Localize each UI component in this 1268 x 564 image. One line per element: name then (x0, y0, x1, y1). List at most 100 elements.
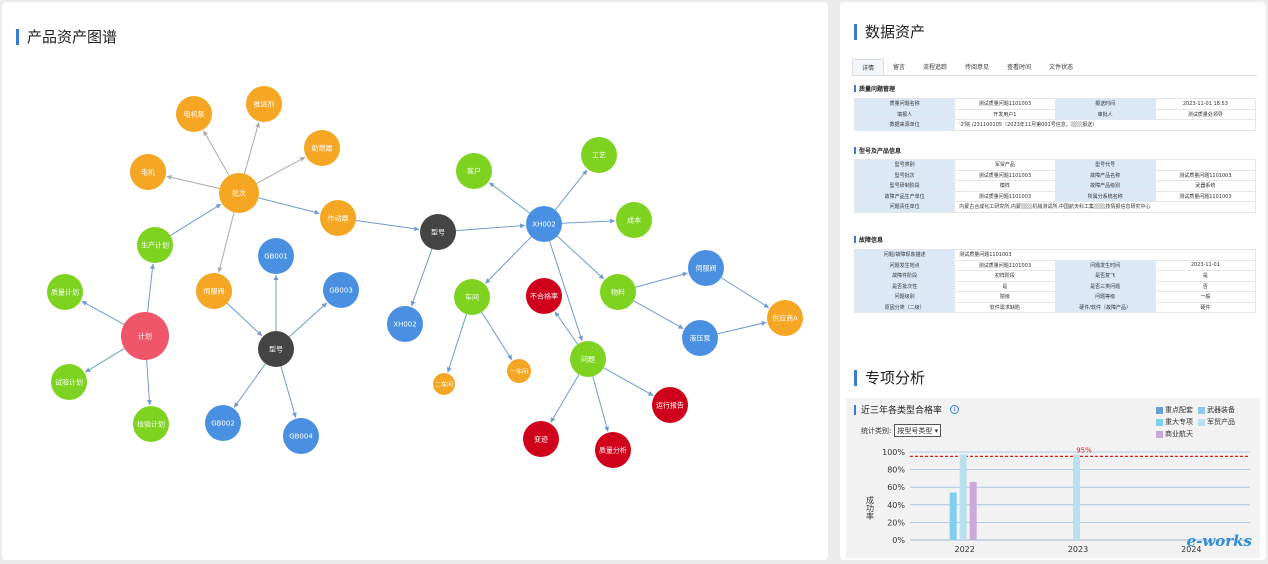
graph-node-zhiliangfx[interactable]: 质量分析 (595, 432, 631, 468)
graph-node-xh002[interactable]: XH002 (526, 206, 562, 242)
section-accent (854, 85, 856, 92)
node-circle (320, 200, 356, 236)
x-tick-label: 2023 (1068, 545, 1088, 554)
legend-item[interactable]: 重大专项 (1156, 417, 1193, 427)
graph-node-gb004[interactable]: GB004 (283, 418, 319, 454)
field-label: 报送时间 (1054, 98, 1156, 110)
legend-item[interactable]: 武器装备 (1198, 405, 1235, 415)
graph-edge (288, 302, 328, 338)
graph-node-erchejian[interactable]: 二车间 (433, 373, 455, 395)
node-circle (196, 273, 232, 309)
table-row: 数据来源单位 '2'院 /231100105（2023年11月第001号信息，░… (853, 119, 1256, 131)
field-value (1154, 159, 1257, 171)
node-circle (219, 173, 259, 213)
stat-category-select[interactable]: 按型号类型 ▾ (894, 424, 942, 437)
node-label: 试验计划 (55, 378, 83, 387)
graph-node-xh002b[interactable]: XH002 (387, 306, 423, 342)
field-value: 测试质量问题1101003 (954, 190, 1056, 202)
download-icon[interactable]: ↓ (950, 405, 960, 414)
graph-node-zuodong[interactable]: 作动器 (320, 200, 356, 236)
node-label: 作动器 (328, 214, 349, 223)
legend-item[interactable]: 军贸产品 (1198, 417, 1235, 427)
tab-process-tracking[interactable]: 流程追踪 (923, 64, 948, 71)
node-label: GB003 (329, 287, 353, 295)
graph-node-ranshao[interactable]: 助燃器 (304, 130, 340, 166)
table-row: 故障产品生产单位 测试质量问题1101003 所属分系统名称 测试质量问题110… (853, 190, 1257, 202)
tab-comments[interactable]: 留言 (893, 64, 906, 71)
graph-node-gb003[interactable]: GB003 (323, 272, 359, 308)
tab-view-time[interactable]: 查看时间 (1007, 64, 1032, 71)
graph-edge (554, 169, 588, 211)
tab-review-opinions[interactable]: 传阅意见 (965, 64, 990, 71)
tab-detail[interactable]: 详情 (852, 59, 885, 75)
tab-file-status[interactable]: 文件状态 (1049, 64, 1074, 71)
field-label: 是否复飞 (1054, 270, 1156, 282)
field-label: 是否三类问题 (1054, 280, 1156, 292)
bar-2022-军贸产品[interactable] (959, 454, 967, 540)
node-label: 电机泵 (184, 110, 205, 119)
fault-info-table: 问题/故障现象描述 测试质量问题1101003 问题发生地点 测试质量问题110… (853, 249, 1257, 313)
y-tick-label: 60% (887, 483, 905, 492)
graph-node-pici[interactable]: 批次 (219, 173, 259, 213)
graph-node-jihua[interactable]: 计划 (121, 312, 169, 360)
graph-edge (720, 277, 770, 309)
node-label: 伺服阀 (204, 287, 225, 296)
node-circle (688, 250, 724, 286)
graph-node-shiyan[interactable]: 试验计划 (51, 364, 87, 400)
node-circle (581, 137, 617, 173)
graph-edge (446, 313, 467, 373)
field-label: 问题责任单位 (853, 201, 956, 213)
graph-node-wenti[interactable]: 问题 (570, 341, 606, 377)
graph-node-buhege[interactable]: 不合格率 (526, 278, 562, 314)
field-value: 是 (1154, 270, 1257, 282)
graph-node-wuliao[interactable]: 物料 (600, 274, 636, 310)
graph-node-sifafa[interactable]: 伺服阀 (196, 273, 232, 309)
graph-node-xinghao1[interactable]: 型号 (258, 331, 294, 367)
field-label: 硬件/软件（故障产品） (1054, 301, 1156, 313)
bar-2022-商业航天[interactable] (969, 481, 977, 540)
field-value: 硬件 (1154, 301, 1257, 313)
graph-node-tuijin[interactable]: 推进剂 (246, 86, 282, 122)
graph-node-zhiliang[interactable]: 质量计划 (47, 274, 83, 310)
legend-item[interactable]: 商业航天 (1156, 429, 1193, 439)
graph-node-chengben[interactable]: 成本 (616, 202, 652, 238)
graph-edges (81, 122, 770, 432)
graph-node-gb002[interactable]: GB002 (205, 405, 241, 441)
graph-node-yichejian[interactable]: 一车间 (507, 359, 531, 383)
pass-rate-chart-card: 近三年各类型合格率 ↓ 统计类别: 按型号类型 ▾ 重点配套武器装备重大专项军贸… (846, 398, 1260, 558)
graph-node-diannao[interactable]: 电机泵 (176, 96, 212, 132)
bar-2023-军贸产品[interactable] (1073, 454, 1080, 540)
graph-node-bianji[interactable]: 变迹 (523, 421, 559, 457)
graph-node-sifuwen[interactable]: 伺服阀 (688, 250, 724, 286)
graph-node-yeyabeng[interactable]: 液压泵 (682, 320, 718, 356)
graph-node-gongyingshang[interactable]: 供应商A (767, 300, 803, 336)
legend-item[interactable]: 重点配套 (1156, 405, 1193, 415)
graph-node-gongyi[interactable]: 工艺 (581, 137, 617, 173)
graph-node-shengchan[interactable]: 生产计划 (137, 227, 173, 263)
section-title: 质量问题管理 (859, 86, 896, 93)
detail-tabs: 详情 留言 流程追踪 传阅意见 查看时间 文件状态 (852, 59, 1257, 76)
graph-node-xinghao2[interactable]: 型号 (420, 214, 456, 250)
table-row: 是否批次性 是 是否三类问题 否 (853, 280, 1257, 292)
node-circle (767, 300, 803, 336)
section-accent (854, 147, 856, 154)
node-label: 客户 (467, 167, 481, 176)
graph-node-chejian[interactable]: 车间 (454, 279, 490, 315)
bar-2022-重大专项[interactable] (949, 492, 957, 540)
legend-swatch (1198, 418, 1205, 426)
table-row: 问题/故障现象描述 测试质量问题1101003 (853, 249, 1256, 261)
field-value: 是 (954, 280, 1056, 292)
section-accent (854, 236, 856, 243)
data-asset-title: 数据资产 (854, 21, 925, 42)
graph-node-dianji[interactable]: 电机 (130, 154, 166, 190)
field-label: 故障产品生产单位 (853, 190, 956, 202)
graph-edge (84, 347, 125, 373)
graph-node-kehu[interactable]: 客户 (456, 153, 492, 189)
graph-edge (410, 248, 433, 307)
graph-node-gb001[interactable]: GB001 (258, 238, 294, 274)
y-tick-label: 0% (892, 536, 905, 545)
graph-edge (481, 311, 513, 361)
graph-node-yunxing[interactable]: 运行报告 (652, 387, 688, 423)
graph-node-jianyan[interactable]: 检验计划 (133, 406, 169, 442)
